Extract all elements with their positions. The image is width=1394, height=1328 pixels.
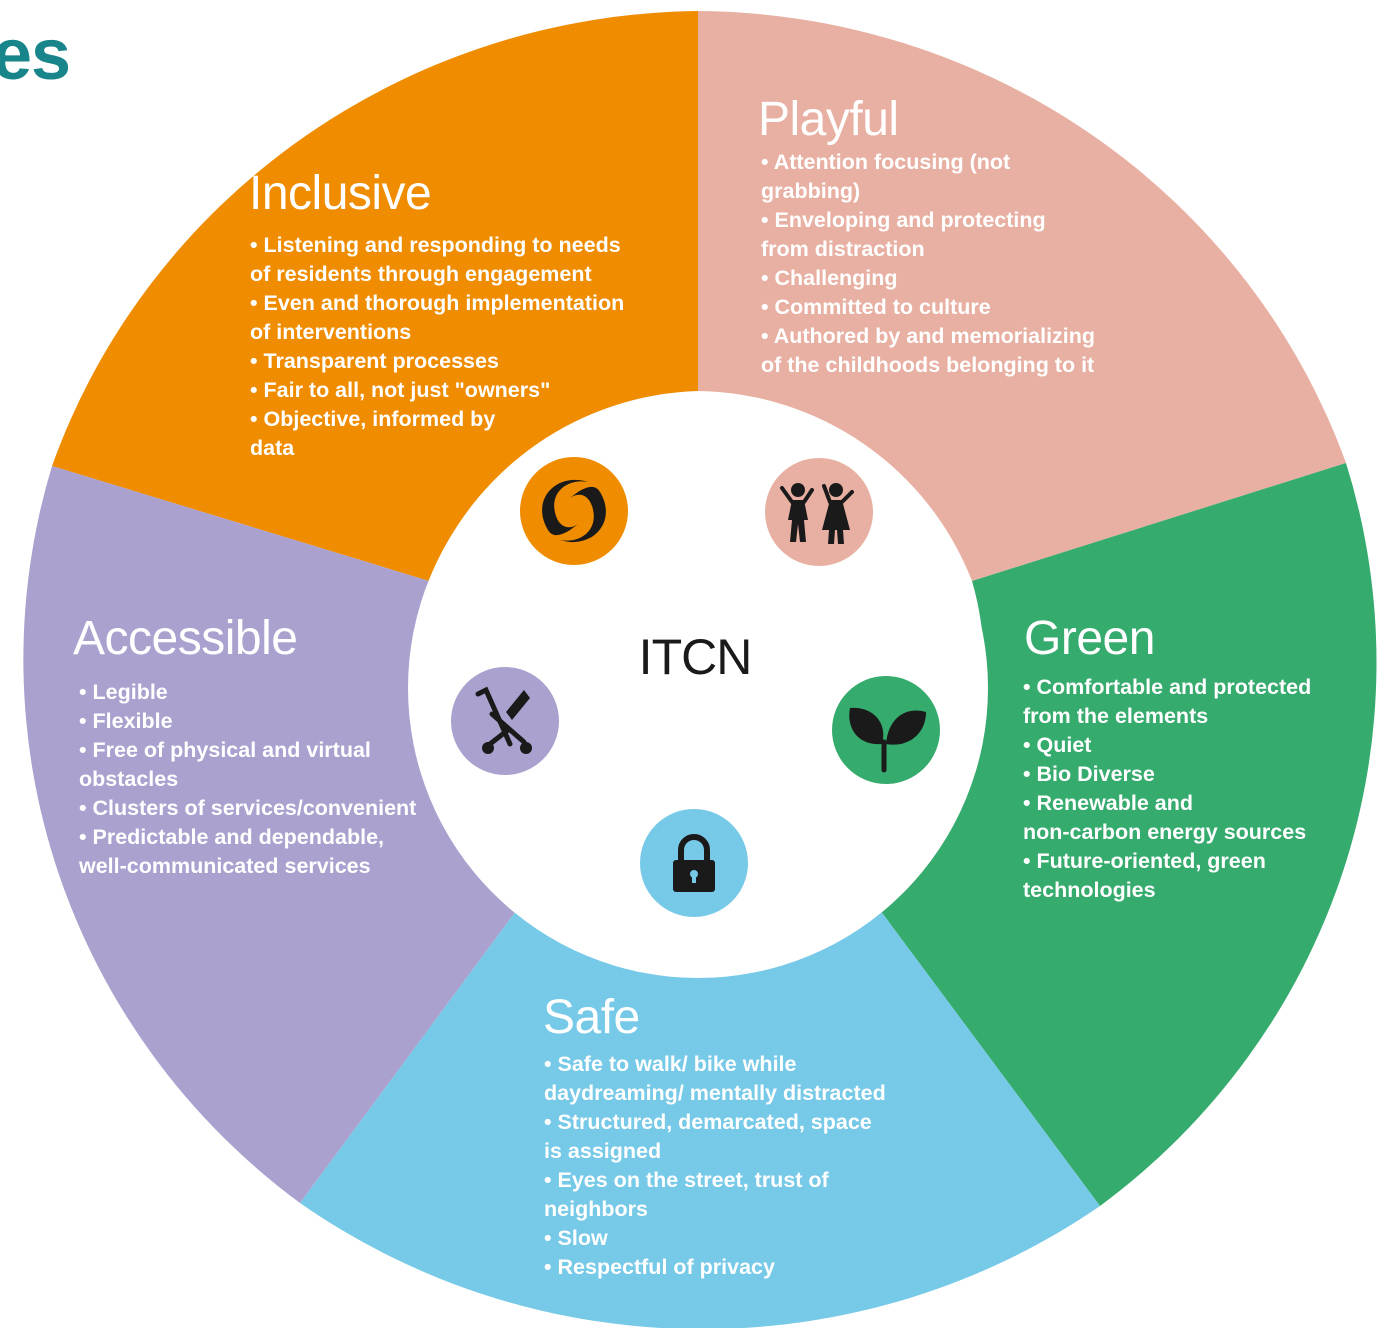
segment-item: • Clusters of services/convenient	[79, 796, 417, 820]
segment-item: • Committed to culture	[761, 295, 991, 319]
segment-safe	[300, 896, 1100, 1328]
segment-item: • Objective, informed by	[250, 407, 496, 431]
segment-item: data	[250, 436, 295, 460]
segment-item: • Future-oriented, green	[1023, 849, 1266, 873]
segment-item: • Free of physical and virtual	[79, 738, 371, 762]
segment-list-accessible: • Legible • Flexible • Free of physical an…	[79, 678, 416, 881]
segment-list-playful: • Attention focusing (not grabbing) • Enve…	[761, 148, 1095, 380]
segment-item: • Predictable and dependable,	[79, 825, 385, 849]
segment-accessible	[23, 466, 527, 1203]
segment-item: • Respectful of privacy	[544, 1255, 775, 1279]
segment-title-green: Green	[1024, 612, 1155, 665]
segment-item: neighbors	[544, 1197, 648, 1221]
padlock-icon	[640, 809, 748, 917]
segment-item: • Listening and responding to needs	[250, 233, 621, 257]
segment-item: • Attention focusing (not	[761, 150, 1011, 174]
segment-green	[871, 463, 1377, 1206]
segment-title-playful: Playful	[758, 93, 899, 146]
segment-item: grabbing)	[761, 179, 861, 203]
segment-item: • Safe to walk/ bike while	[544, 1052, 797, 1076]
segment-item: of interventions	[250, 320, 412, 344]
segment-item: obstacles	[79, 767, 179, 791]
segment-item: of residents through engagement	[250, 262, 592, 286]
segment-item: • Challenging	[761, 266, 898, 290]
segment-title-inclusive: Inclusive	[249, 167, 432, 220]
segment-item: • Bio Diverse	[1023, 762, 1155, 786]
segment-list-inclusive: • Listening and responding to needs of re…	[250, 231, 624, 463]
segment-item: • Flexible	[79, 709, 173, 733]
segment-item: well-communicated services	[79, 854, 371, 878]
segment-item: daydreaming/ mentally distracted	[544, 1081, 886, 1105]
segment-title-safe: Safe	[543, 991, 640, 1044]
segment-item: • Fair to all, not just "owners"	[250, 378, 551, 402]
heading-fragment: es	[0, 15, 71, 95]
hands-circle-icon	[520, 457, 628, 565]
segment-item: • Structured, demarcated, space	[544, 1110, 872, 1134]
segment-item: • Legible	[79, 680, 168, 704]
segment-item: • Authored by and memorializing	[761, 324, 1096, 348]
segment-inclusive	[52, 11, 698, 581]
sprout-icon	[832, 676, 940, 784]
segment-list-green: • Comfortable and protected from the elem…	[1023, 673, 1311, 905]
segment-item: • Enveloping and protecting	[761, 208, 1046, 232]
segment-item: • Eyes on the street, trust of	[544, 1168, 829, 1192]
segment-item: from distraction	[761, 237, 925, 261]
segment-item: technologies	[1023, 878, 1156, 902]
segment-item: • Comfortable and protected	[1023, 675, 1312, 699]
segment-item: • Even and thorough implementation	[250, 291, 625, 315]
segment-item: • Slow	[544, 1226, 608, 1250]
stroller-icon	[451, 667, 559, 775]
segment-item: • Quiet	[1023, 733, 1092, 757]
segment-item: from the elements	[1023, 704, 1209, 728]
segment-item: non-carbon energy sources	[1023, 820, 1307, 844]
children-playing-icon	[765, 458, 873, 566]
center-label: ITCN	[638, 629, 753, 685]
segment-item: • Transparent processes	[250, 349, 499, 373]
segment-list-safe: • Safe to walk/ bike while daydreaming/ m…	[544, 1050, 886, 1282]
segment-playful	[698, 11, 1346, 581]
segment-item: of the childhoods belonging to it	[761, 353, 1095, 377]
segment-title-accessible: Accessible	[73, 612, 298, 665]
segment-item: is assigned	[544, 1139, 662, 1163]
segment-item: • Renewable and	[1023, 791, 1194, 815]
